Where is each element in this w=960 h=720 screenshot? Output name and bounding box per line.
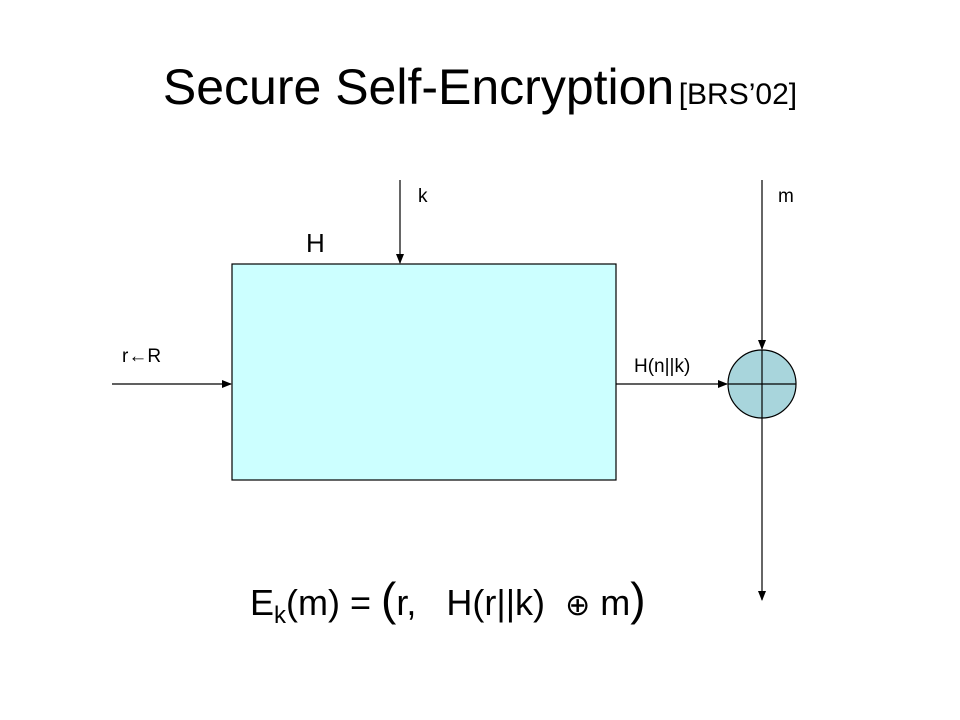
message-label: m bbox=[778, 186, 794, 207]
randomness-label: r←R bbox=[122, 346, 162, 367]
hash-output-label: H(n||k) bbox=[634, 356, 691, 377]
encryption-formula: Ek(m) = (r, H(r||k) ⊕ m) bbox=[250, 572, 646, 630]
formula-hash-part: H(r||k) bbox=[446, 582, 546, 623]
formula-open-paren: ( bbox=[381, 573, 397, 625]
formula-lhs-sub: k bbox=[274, 602, 287, 629]
formula-r-part: r, bbox=[396, 582, 417, 623]
formula-lhs-rest: (m) = bbox=[286, 582, 382, 623]
slide-title: Secure Self-Encryption [BRS’02] bbox=[0, 58, 960, 116]
formula-close-paren: ) bbox=[630, 573, 646, 625]
circled-plus-icon bbox=[727, 349, 797, 419]
hash-box bbox=[231, 263, 617, 481]
formula-m-part: m bbox=[600, 582, 631, 623]
formula-lhs-e: E bbox=[250, 582, 275, 623]
hash-box-label: H bbox=[306, 228, 325, 258]
key-label: k bbox=[418, 186, 428, 207]
formula-xor-symbol: ⊕ bbox=[565, 588, 591, 623]
title-citation: [BRS’02] bbox=[678, 78, 798, 111]
title-main: Secure Self-Encryption bbox=[162, 59, 675, 115]
